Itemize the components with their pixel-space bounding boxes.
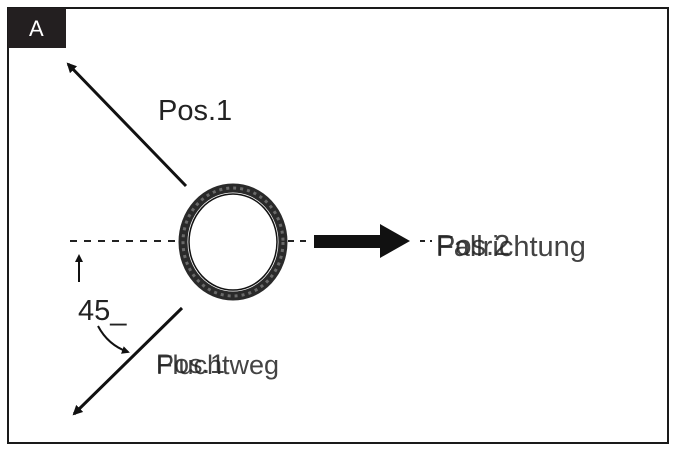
tree-trunk-icon [178,183,288,301]
pos1-bottom-label: Pos.1 [156,349,225,379]
pos1-top-label: Pos.1 [158,95,232,127]
fallrichtung-label: Fallrichtung [436,231,586,263]
pos2-label: Pos.2 [436,230,510,262]
fluchtweg-label: Fluchtweg [156,350,279,380]
panel-tab-label: A [29,16,44,41]
angle-label: 45_ [78,295,127,327]
angle-indicator [75,254,130,354]
panel-frame [7,7,669,444]
pos1-upper-arrow [66,62,188,188]
escape-route-arrow-icon [72,306,184,416]
fall-direction-arrow-icon [314,224,410,258]
panel-tab [8,8,66,48]
